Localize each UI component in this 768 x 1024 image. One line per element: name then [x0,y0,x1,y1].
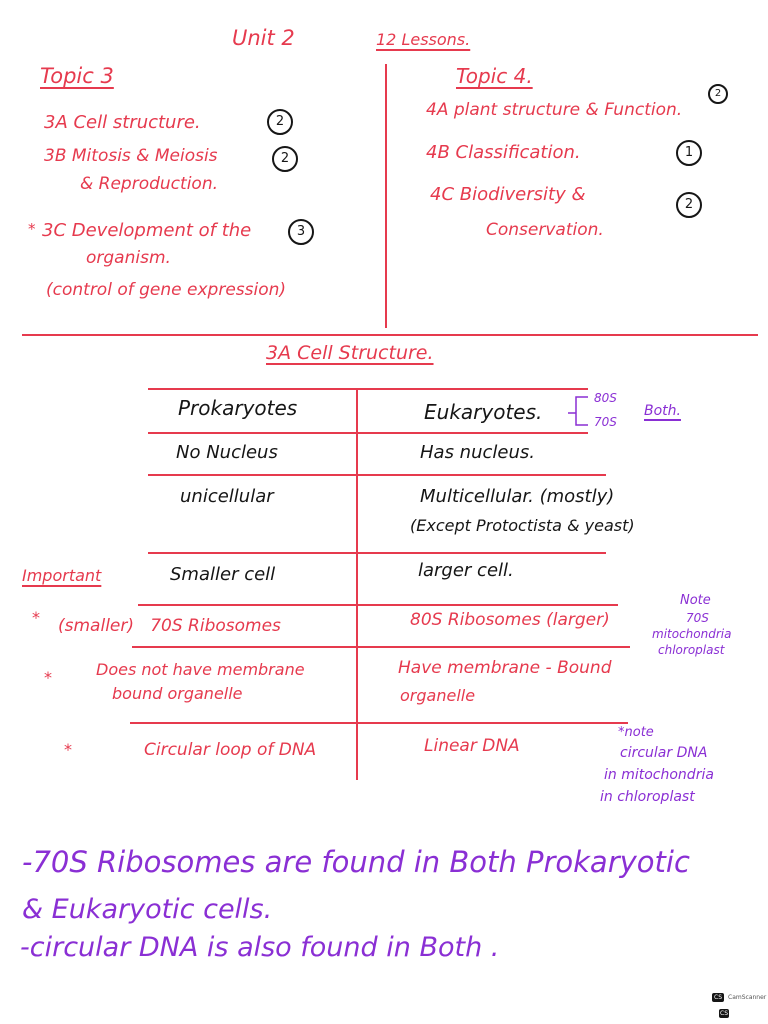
lessons-count: 12 Lessons. [376,30,471,49]
both-80s: 80S [594,391,617,405]
table-rule [148,474,606,476]
note1-chloroplast: chloroplast [658,643,725,657]
star-organelle: * [44,668,52,687]
header-prokaryotes: Prokaryotes [178,396,298,420]
star-dna: * [64,740,72,759]
cell-euk-nucleus: Has nucleus. [420,442,535,463]
count-badge-3c: 3 [288,219,314,245]
note1-70s: 70S [686,611,709,625]
table-rule [148,432,588,434]
count-badge-4a: 2 [708,84,728,104]
cell-prok-organelle: Does not have membrane [96,660,305,679]
topic4-item-4c: 4C Biodiversity & [430,184,586,205]
topic3-item-3b: 3B Mitosis & Meiosis [44,146,218,166]
note2-title: *note [618,725,654,740]
cell-prok-organelle-line2: bound organelle [112,684,243,703]
note2-line1: circular DNA [620,745,708,761]
topic3-item-3c-line3: (control of gene expression) [46,280,287,300]
topic3-item-3c-line2: organism. [86,248,171,268]
cell-euk-dna: Linear DNA [424,736,520,756]
bottom-note-2: & Eukaryotic cells. [22,894,273,925]
topic3-item-3a: 3A Cell structure. [44,112,201,133]
count-badge-3b: 2 [272,146,298,172]
note1-mitochondria: mitochondria [652,627,732,641]
section-divider [22,334,758,336]
star-3c: * [28,220,36,238]
important-label: Important [22,566,102,585]
cell-euk-cellularity-line2: (Except Protoctista & yeast) [410,516,635,535]
cell-euk-organelle-line2: organelle [400,686,476,705]
table-rule [130,722,628,724]
bottom-note-3: -circular DNA is also found in Both . [20,932,500,963]
count-badge-4c: 2 [676,192,702,218]
bottom-note-1: -70S Ribosomes are found in Both Prokary… [22,845,690,879]
cell-prok-ribosomes: (smaller) 70S Ribosomes [58,616,281,636]
note2-line2: in mitochondria [604,767,714,783]
topic4-item-4a: 4A plant structure & Function. [426,100,683,120]
count-badge-4b: 1 [676,140,702,166]
bracket-icon [568,396,588,426]
section-title: 3A Cell Structure. [266,342,434,364]
cell-prok-size: Smaller cell [170,564,276,585]
topic3-item-3c: 3C Development of the [42,220,252,241]
header-eukaryotes: Eukaryotes. [424,400,543,424]
camscanner-label: CamScanner [728,994,767,1001]
topic4-item-4c-line2: Conservation. [486,220,604,240]
cell-euk-ribosomes: 80S Ribosomes (larger) [410,610,610,630]
table-column-divider [356,388,358,780]
count-badge-3a: 2 [267,109,293,135]
both-label: Both. [644,403,681,419]
note1-title: Note [680,593,711,608]
topic4-item-4b: 4B Classification. [426,142,581,163]
camscanner-logo: CS [712,993,724,1002]
cell-prok-dna: Circular loop of DNA [144,740,317,760]
camscanner-badge: CS [719,1009,729,1018]
topic3-title: Topic 3 [40,64,114,88]
unit-title: Unit 2 [232,26,295,50]
table-rule [148,552,606,554]
table-rule [132,646,630,648]
cell-euk-cellularity: Multicellular. (mostly) [420,486,615,507]
table-rule [148,388,588,390]
table-rule [138,604,618,606]
topic4-title: Topic 4. [456,64,533,88]
star-ribosomes: * [32,608,40,627]
cell-prok-cellularity: unicellular [180,486,274,507]
both-70s: 70S [594,415,617,429]
cell-prok-nucleus: No Nucleus [176,442,278,463]
topic-divider [385,64,387,328]
cell-euk-organelle: Have membrane - Bound [398,658,612,678]
topic3-item-3b-line2: & Reproduction. [80,174,218,194]
note2-line3: in chloroplast [600,789,695,805]
cell-euk-size: larger cell. [418,560,514,581]
